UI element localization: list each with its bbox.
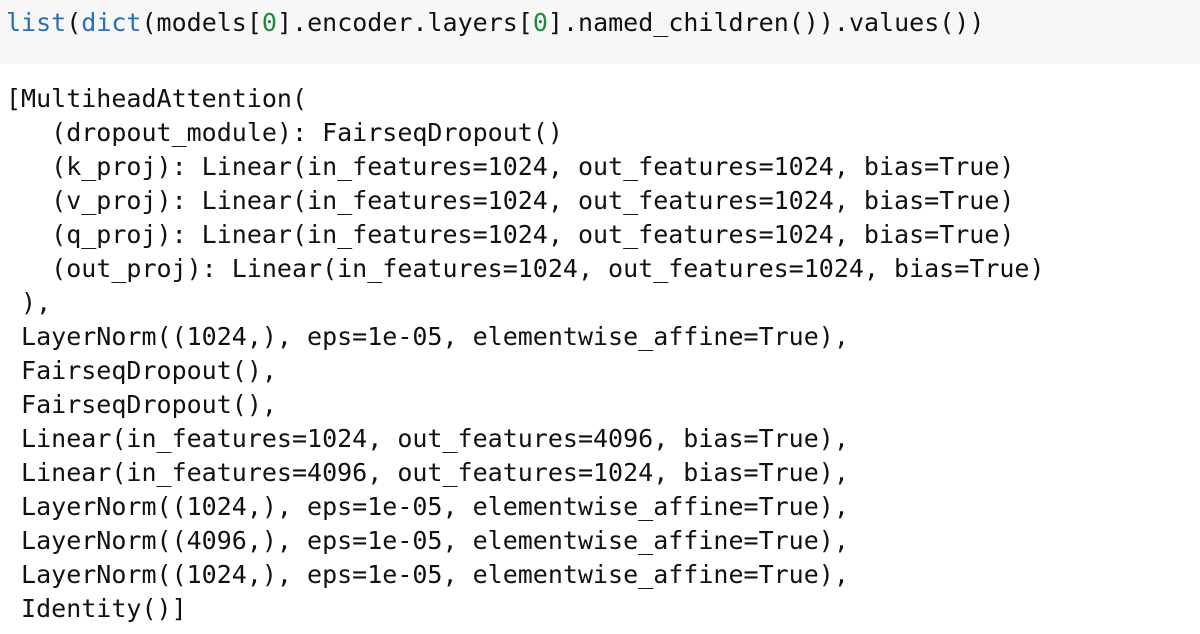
output-line: FairseqDropout(), — [6, 390, 277, 419]
code-token: 0 — [532, 8, 548, 37]
cell-output: [MultiheadAttention( (dropout_module): F… — [0, 64, 1200, 634]
code-token: list — [6, 8, 67, 37]
output-text: [MultiheadAttention( (dropout_module): F… — [6, 82, 1045, 626]
output-line: (out_proj): Linear(in_features=1024, out… — [6, 254, 1045, 283]
output-line: (k_proj): Linear(in_features=1024, out_f… — [6, 152, 1015, 181]
output-line: Linear(in_features=4096, out_features=10… — [6, 458, 849, 487]
output-line: Identity()] — [6, 594, 187, 623]
output-line: ), — [6, 288, 52, 317]
output-line: (v_proj): Linear(in_features=1024, out_f… — [6, 186, 1015, 215]
output-line: FairseqDropout(), — [6, 356, 277, 385]
code-token: (models[ — [141, 8, 262, 37]
output-line: LayerNorm((1024,), eps=1e-05, elementwis… — [6, 492, 849, 521]
output-line: Linear(in_features=1024, out_features=40… — [6, 424, 849, 453]
output-line: LayerNorm((1024,), eps=1e-05, elementwis… — [6, 560, 849, 589]
code-token: ].encoder.layers[ — [276, 8, 533, 37]
code-token: 0 — [261, 8, 277, 37]
output-line: [MultiheadAttention( — [6, 84, 308, 113]
output-line: LayerNorm((4096,), eps=1e-05, elementwis… — [6, 526, 849, 555]
output-line: LayerNorm((1024,), eps=1e-05, elementwis… — [6, 322, 849, 351]
output-line: (q_proj): Linear(in_features=1024, out_f… — [6, 220, 1015, 249]
code-input-text[interactable]: list(dict(models[0].encoder.layers[0].na… — [6, 6, 984, 40]
output-line: (dropout_module): FairseqDropout() — [6, 118, 563, 147]
code-input-cell[interactable]: list(dict(models[0].encoder.layers[0].na… — [0, 0, 1200, 64]
code-token: dict — [81, 8, 142, 37]
code-token: ( — [66, 8, 82, 37]
code-token: ].named_children()).values()) — [547, 8, 985, 37]
